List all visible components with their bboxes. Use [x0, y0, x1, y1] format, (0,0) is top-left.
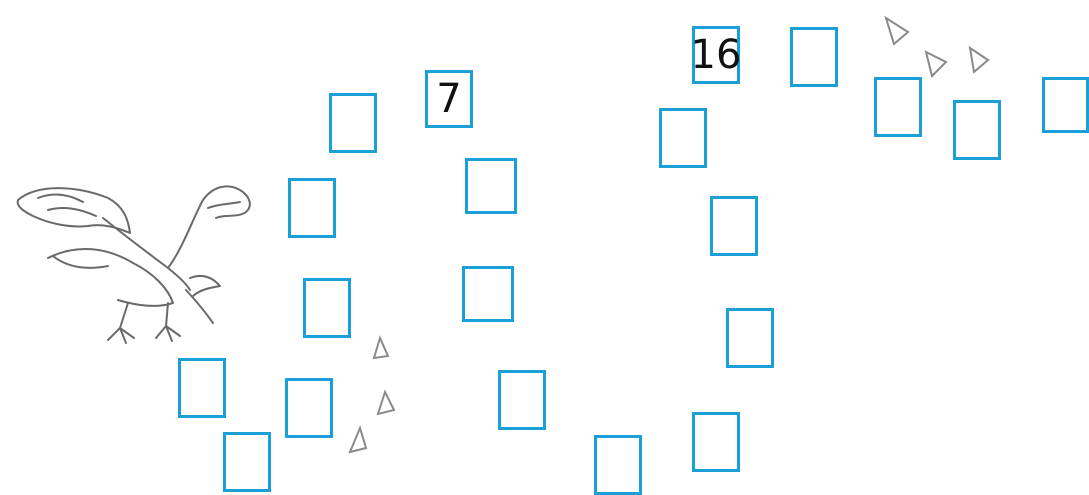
answer-box[interactable] — [953, 100, 1001, 160]
bird-footprint-icon — [340, 330, 410, 470]
answer-box[interactable] — [285, 378, 333, 438]
answer-box[interactable] — [223, 432, 271, 492]
given-number: 7 — [436, 79, 461, 119]
answer-box[interactable] — [659, 108, 707, 168]
answer-box[interactable] — [498, 370, 546, 430]
number-box-7: 7 — [425, 70, 473, 128]
answer-box[interactable] — [329, 93, 377, 153]
answer-box[interactable] — [594, 435, 642, 495]
bird-footprint-icon — [878, 12, 998, 82]
number-box-16: 16 — [692, 26, 740, 84]
answer-box[interactable] — [790, 27, 838, 87]
given-number: 16 — [691, 35, 742, 75]
answer-box[interactable] — [465, 158, 517, 214]
answer-box[interactable] — [710, 196, 758, 256]
answer-box[interactable] — [874, 77, 922, 137]
bird-illustration — [8, 178, 258, 348]
answer-box[interactable] — [1042, 77, 1089, 133]
answer-box[interactable] — [303, 278, 351, 338]
answer-box[interactable] — [178, 358, 226, 418]
answer-box[interactable] — [692, 412, 740, 472]
answer-box[interactable] — [726, 308, 774, 368]
answer-box[interactable] — [462, 266, 514, 322]
answer-box[interactable] — [288, 178, 336, 238]
